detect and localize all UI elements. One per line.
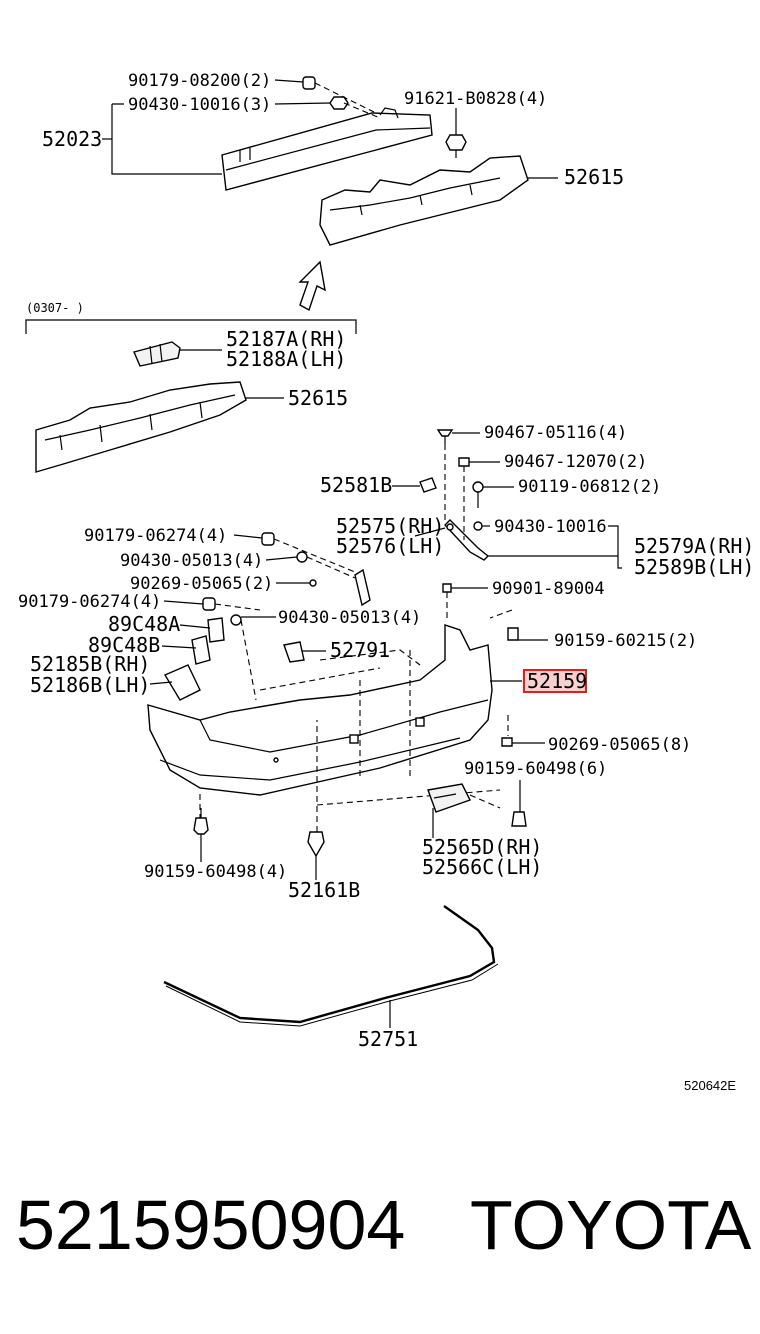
label-52615-lower: 52615 [288,386,348,410]
label-52159: 52159 [527,669,587,693]
leader-lines [102,79,622,1028]
label-90159-60498-a: 90159-60498(6) [464,759,607,779]
label-52579a: 52579A(RH) [634,534,754,558]
label-52589b: 52589B(LH) [634,555,754,579]
label-90901-89004: 90901-89004 [492,579,605,599]
label-52187a: 52187A(RH) [226,327,346,351]
label-90467-05116: 90467-05116(4) [484,423,627,443]
highlight-box-52159 [523,669,587,693]
label-52791: 52791 [330,638,390,662]
label-52161b: 52161B [288,878,360,902]
footer-brand: TOYOTA [470,1186,752,1264]
label-90430-05013-b: 90430-05013(4) [278,608,421,628]
label-90430-10016-b: 90430-10016 [494,517,607,537]
bracket-52565d [427,783,471,813]
label-52185b: 52185B(RH) [30,652,150,676]
part-labels: 90179-08200(2) 90430-10016(3) 52023 9162… [18,71,754,1093]
label-91621-b0828: 91621-B0828(4) [404,89,547,109]
label-52615-upper: 52615 [564,165,624,189]
label-date-range: (0307- ) [26,301,84,315]
label-90430-05013-a: 90430-05013(4) [120,551,263,571]
label-89c48a: 89C48A [108,612,180,636]
insert-52187a [133,341,181,367]
label-52188a: 52188A(LH) [226,347,346,371]
label-52575: 52575(RH) [336,514,444,538]
label-52576: 52576(LH) [336,534,444,558]
label-52751: 52751 [358,1027,418,1051]
label-90179-06274-a: 90179-06274(4) [84,526,227,546]
label-52565d: 52565D(RH) [422,835,542,859]
label-89c48b: 89C48B [88,633,160,657]
label-90269-05065-a: 90269-05065(2) [130,574,273,594]
label-90159-60215: 90159-60215(2) [554,631,697,651]
label-90269-05065-b: 90269-05065(8) [548,735,691,755]
label-90119-06812: 90119-06812(2) [518,477,661,497]
screw-icon [193,808,527,858]
label-90179-08200: 90179-08200(2) [128,71,271,91]
label-52566c: 52566C(LH) [422,855,542,879]
pin-icon [419,429,519,747]
absorber-52615-upper [319,155,529,246]
arrow-up-icon [298,260,326,312]
label-52023: 52023 [42,127,102,151]
footer-part-number: 5215950904 [16,1186,406,1264]
parts-diagram: 90179-08200(2) 90430-10016(3) 52023 9162… [18,71,754,1093]
label-90179-06274-b: 90179-06274(4) [18,592,161,612]
absorber-52615-lower [35,381,247,473]
label-52186b: 52186B(LH) [30,673,150,697]
moulding-52751 [163,905,499,1027]
label-90430-10016: 90430-10016(3) [128,95,271,115]
reinforcement-52023 [221,107,433,191]
bumper-cover-52159 [147,624,493,796]
label-90159-60498-b: 90159-60498(4) [144,862,287,882]
diagram-code: 520642E [684,1078,736,1093]
label-52581b: 52581B [320,473,392,497]
label-90467-12070: 90467-12070(2) [504,452,647,472]
